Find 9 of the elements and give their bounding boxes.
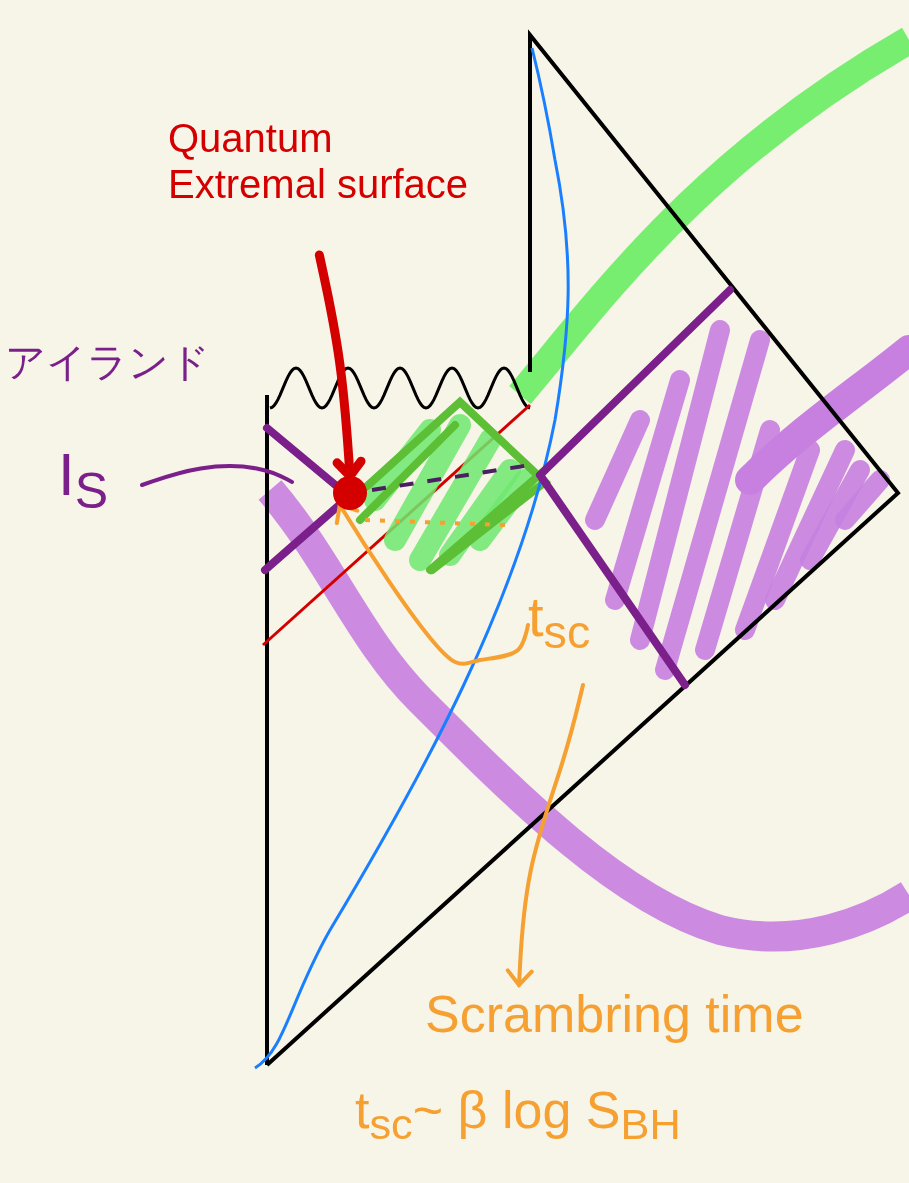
annotation-text: Quantum Extremal surface — [168, 115, 470, 207]
formula-text: t$_{sc}$~ β log S$_{BH}$ — [355, 1080, 681, 1150]
arrow — [505, 683, 585, 987]
extremal-surface-dot — [333, 476, 367, 510]
annotation-text: Scrambring time — [425, 985, 805, 1045]
leader-line — [140, 464, 294, 487]
time-symbol: t$_{sc}$ — [528, 585, 592, 660]
island-symbol: I$_{S}$ — [58, 440, 110, 521]
island-label: アイランド — [5, 339, 210, 386]
